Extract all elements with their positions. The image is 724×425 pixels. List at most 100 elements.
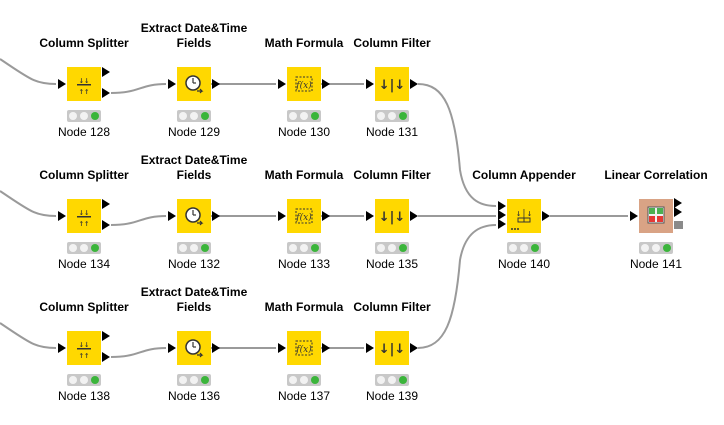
output-port[interactable] — [102, 88, 110, 98]
output-port[interactable] — [102, 331, 110, 341]
output-port[interactable] — [674, 207, 682, 217]
output-port[interactable] — [102, 67, 110, 77]
connection-wire[interactable] — [110, 83, 167, 94]
output-port[interactable] — [410, 211, 418, 221]
datetime-icon[interactable] — [177, 67, 211, 101]
datetime-icon[interactable] — [177, 331, 211, 365]
node-label[interactable]: Node 141 — [629, 257, 683, 271]
input-port[interactable] — [168, 343, 176, 353]
input-port[interactable] — [366, 79, 374, 89]
math-icon[interactable]: f(x) — [287, 67, 321, 101]
connection-wire[interactable] — [0, 58, 57, 85]
node-status-indicator — [287, 374, 321, 386]
node-status-indicator — [375, 242, 409, 254]
input-port[interactable] — [366, 211, 374, 221]
node-status-indicator — [67, 242, 101, 254]
output-port[interactable] — [674, 198, 682, 208]
node-status-indicator — [639, 242, 673, 254]
node-label[interactable]: Node 136 — [167, 389, 221, 403]
output-port[interactable] — [102, 199, 110, 209]
output-port[interactable] — [102, 352, 110, 362]
status-green-dot — [91, 112, 99, 120]
input-port[interactable] — [168, 79, 176, 89]
splitter-icon[interactable]: ↓↓↑↑ — [67, 199, 101, 233]
node-title: Column Filter — [317, 300, 467, 315]
connection-wire[interactable] — [417, 224, 497, 349]
input-port[interactable] — [278, 343, 286, 353]
math-icon[interactable]: f(x) — [287, 331, 321, 365]
node-label[interactable]: Node 128 — [57, 125, 111, 139]
output-port[interactable] — [102, 220, 110, 230]
status-dot — [377, 112, 385, 120]
node-label[interactable]: Node 137 — [277, 389, 331, 403]
output-port[interactable] — [322, 79, 330, 89]
connection-wire[interactable] — [110, 347, 167, 358]
input-port[interactable] — [168, 211, 176, 221]
view-port[interactable] — [674, 221, 683, 229]
status-green-dot — [201, 376, 209, 384]
input-port[interactable] — [278, 79, 286, 89]
datetime-icon[interactable] — [177, 199, 211, 233]
math-icon[interactable]: f(x) — [287, 199, 321, 233]
node-label[interactable]: Node 130 — [277, 125, 331, 139]
node-status-indicator — [177, 110, 211, 122]
input-port[interactable] — [58, 79, 66, 89]
connection-wire[interactable] — [110, 215, 167, 226]
node-title: Math Formula — [229, 300, 379, 315]
connection-wire[interactable] — [0, 190, 57, 217]
output-port[interactable] — [542, 211, 550, 221]
correlation-icon[interactable] — [639, 199, 673, 233]
node-title-line: Extract Date&Time — [140, 21, 248, 35]
node-label[interactable]: Node 135 — [365, 257, 419, 271]
status-dot — [520, 244, 528, 252]
input-port[interactable] — [58, 211, 66, 221]
output-port[interactable] — [212, 211, 220, 221]
connection-wire[interactable] — [0, 322, 57, 349]
status-dot — [300, 112, 308, 120]
output-port[interactable] — [322, 211, 330, 221]
node-label[interactable]: Node 140 — [497, 257, 551, 271]
status-green-dot — [201, 112, 209, 120]
status-dot — [69, 244, 77, 252]
node-title-line: Column Splitter — [39, 168, 129, 182]
node-label[interactable]: Node 131 — [365, 125, 419, 139]
output-port[interactable] — [212, 79, 220, 89]
input-port[interactable] — [366, 343, 374, 353]
node-label[interactable]: Node 134 — [57, 257, 111, 271]
status-green-dot — [311, 376, 319, 384]
splitter-icon[interactable]: ↓↓↑↑ — [67, 331, 101, 365]
output-port[interactable] — [410, 343, 418, 353]
output-port[interactable] — [322, 343, 330, 353]
input-port[interactable] — [498, 210, 506, 220]
output-port[interactable] — [410, 79, 418, 89]
status-dot — [388, 376, 396, 384]
status-dot — [80, 244, 88, 252]
input-port[interactable] — [498, 219, 506, 229]
output-port[interactable] — [212, 343, 220, 353]
node-status-indicator — [287, 242, 321, 254]
status-green-dot — [311, 112, 319, 120]
connection-wire[interactable] — [417, 83, 497, 207]
splitter-icon[interactable]: ↓↓↑↑ — [67, 67, 101, 101]
status-dot — [509, 244, 517, 252]
node-title-line: Column Appender — [472, 168, 576, 182]
appender-icon[interactable]: ↓|↓ — [507, 199, 541, 233]
node-label[interactable]: Node 132 — [167, 257, 221, 271]
node-label[interactable]: Node 129 — [167, 125, 221, 139]
node-status-indicator — [287, 110, 321, 122]
node-label[interactable]: Node 138 — [57, 389, 111, 403]
svg-text:f(x): f(x) — [295, 344, 312, 355]
node-label[interactable]: Node 139 — [365, 389, 419, 403]
input-port[interactable] — [58, 343, 66, 353]
node-title: Column Filter — [317, 168, 467, 183]
input-port[interactable] — [498, 201, 506, 211]
status-dot — [289, 112, 297, 120]
input-port[interactable] — [630, 211, 638, 221]
filter-icon[interactable]: ↓|↓ — [375, 199, 409, 233]
filter-icon[interactable]: ↓|↓ — [375, 331, 409, 365]
input-port[interactable] — [278, 211, 286, 221]
filter-icon[interactable]: ↓|↓ — [375, 67, 409, 101]
node-title-line: Math Formula — [264, 300, 344, 314]
node-label[interactable]: Node 133 — [277, 257, 331, 271]
